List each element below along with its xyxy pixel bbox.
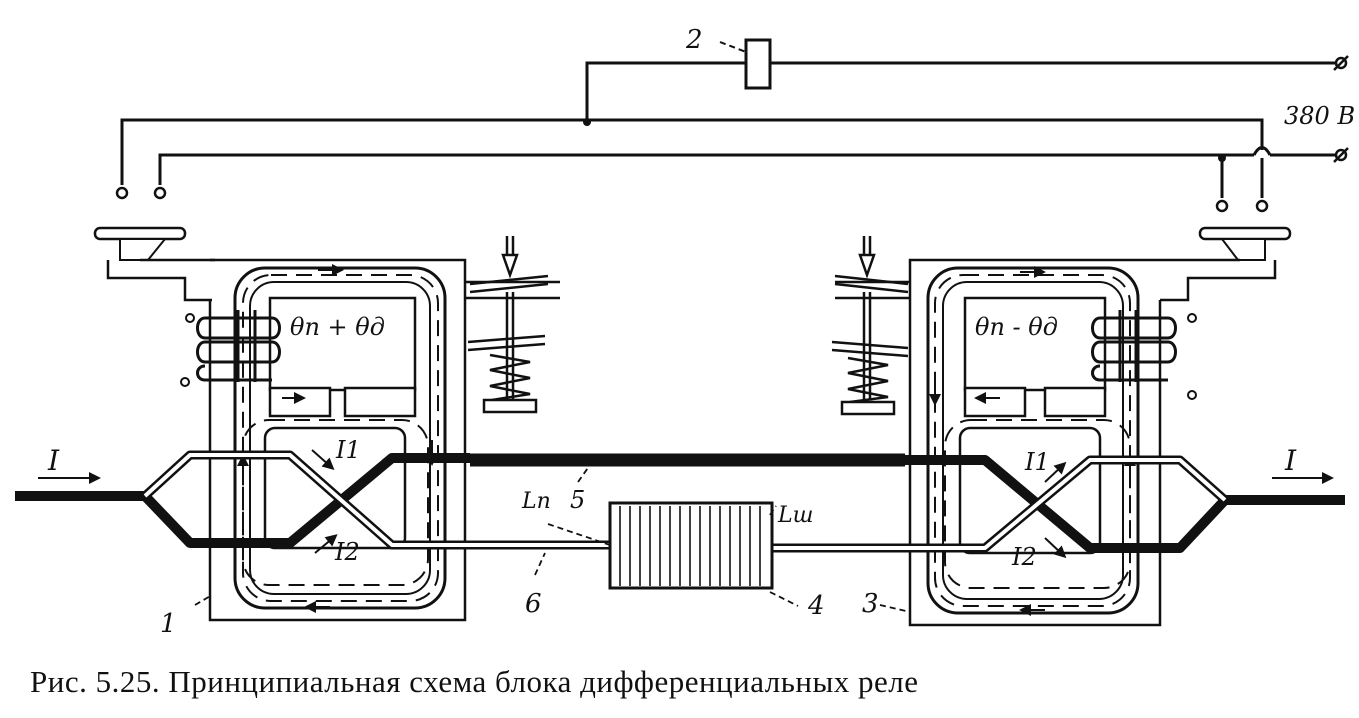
label-n4: 4 [807, 591, 825, 621]
leader-lines [194, 464, 911, 613]
label-lsh: Lш [777, 503, 813, 528]
label-ln: Lп [521, 489, 551, 514]
figure-caption: Рис. 5.25. Принципиальная схема блока ди… [30, 664, 919, 699]
differential-relay-diagram: 2 380 В [15, 25, 1355, 639]
right-spring [831, 236, 909, 416]
control-circuit [120, 61, 1335, 198]
power-terminals [1333, 55, 1349, 163]
label-i1-right: I1 [1024, 448, 1050, 476]
label-current-in: I [47, 444, 60, 477]
junction-dots [583, 118, 1226, 162]
label-flux-right: θп - θд [975, 313, 1058, 341]
label-n6: 6 [525, 589, 542, 619]
right-coil [1091, 310, 1177, 382]
label-relay-2: 2 [685, 25, 703, 55]
left-spring [467, 236, 549, 414]
conductors [15, 450, 1345, 553]
label-i2-right: I2 [1011, 543, 1037, 571]
right-contact-bar [1198, 226, 1292, 241]
label-i1-left: I1 [335, 436, 361, 464]
label-current-out: I [1284, 444, 1297, 477]
label-i2-left: I2 [334, 538, 360, 566]
shunt-element [608, 501, 774, 590]
label-n3: 3 [862, 589, 879, 619]
current-arrows [38, 449, 1334, 559]
label-n5: 5 [570, 486, 585, 514]
left-contact-bar [93, 226, 187, 241]
relay-2-box [744, 38, 772, 90]
left-coil [196, 310, 281, 382]
label-n1: 1 [160, 609, 177, 639]
diagram-labels: I I θп + θд θп - θд I1 I2 I1 I2 Lп Lш 1 … [47, 313, 1297, 639]
terminal-circles [115, 186, 1269, 213]
left-relay [93, 226, 560, 622]
label-voltage: 380 В [1284, 102, 1355, 130]
label-flux-left: θп + θд [290, 313, 385, 341]
right-relay [831, 226, 1292, 627]
